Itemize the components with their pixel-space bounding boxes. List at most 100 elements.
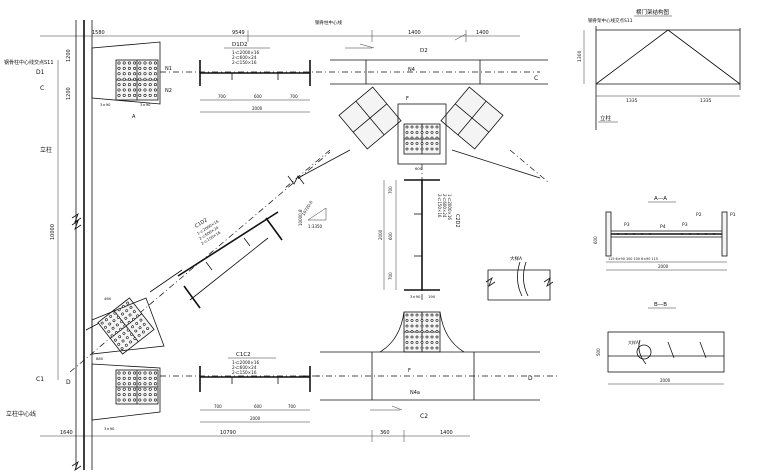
column-center-line-bottom: 立柱中心线 — [6, 410, 36, 418]
bolt — [153, 398, 157, 402]
c2d2-line-2: 2-⊏600×24 — [442, 194, 447, 218]
bolt — [143, 72, 147, 76]
bolt — [104, 325, 107, 329]
label-d2: D2 — [420, 48, 428, 54]
bolt — [420, 136, 424, 140]
bolt — [405, 313, 409, 317]
bolt — [120, 320, 123, 324]
bolt — [148, 93, 152, 97]
label-p1: P1 — [730, 212, 736, 218]
bolt — [122, 398, 126, 402]
bolt — [122, 61, 126, 65]
bolt — [109, 315, 113, 318]
bolt — [148, 398, 152, 402]
bolt — [133, 398, 137, 402]
bolt — [143, 77, 147, 81]
bolt — [138, 398, 142, 402]
bolt — [117, 376, 121, 380]
bolt — [430, 324, 434, 328]
bolt — [425, 125, 429, 129]
left-column: 10000 1200 1200 立柱 — [40, 20, 93, 472]
bolt — [138, 93, 142, 97]
bolt — [148, 382, 152, 386]
bolt — [420, 330, 424, 333]
bolt — [425, 319, 429, 322]
dim-bot-3: 360 — [380, 430, 390, 436]
bolt — [141, 330, 145, 334]
bolt — [122, 66, 126, 70]
dim-left-1: 10000 — [50, 224, 56, 240]
bolt — [118, 335, 122, 339]
bolt — [127, 382, 131, 386]
bolt — [127, 398, 131, 402]
beam-d1d2: D1D2 1-⊏2000×16 2-⊏600×24 2-⊏150×16 700 … — [160, 42, 540, 113]
portal-left-span: 1335 — [626, 98, 638, 104]
top-beam-right: D2 N4 C — [330, 33, 548, 85]
bolt — [136, 314, 140, 318]
bolt — [148, 66, 152, 70]
label-a: A — [132, 114, 136, 120]
bolt — [117, 83, 121, 87]
bolt — [435, 136, 439, 140]
label-p3: P3 — [624, 222, 630, 228]
section-aa-bolts — [617, 233, 715, 235]
label-d-left: D — [66, 379, 71, 386]
bolt — [148, 376, 152, 380]
label-n4a: N4a — [410, 390, 420, 396]
detail-a-in-bb: 大样A — [628, 339, 639, 345]
bolt — [127, 371, 131, 375]
bolt — [415, 324, 419, 328]
bolt — [122, 72, 126, 76]
bolt — [420, 324, 424, 328]
bolt — [713, 233, 715, 235]
section-bb-label: B—B — [654, 302, 667, 308]
bolt — [138, 61, 142, 65]
member-c1d2: C1D2 1-⊏2000×16 2-⊏600×24 2-⊏150×16 1000… — [69, 151, 331, 373]
connection-d2: F 600 — [284, 86, 549, 189]
bolt — [130, 332, 133, 336]
bolt — [117, 342, 121, 346]
bolt — [420, 341, 424, 344]
bolt — [125, 336, 129, 340]
bolt — [405, 319, 409, 322]
bolt — [127, 393, 131, 397]
label-p2: P2 — [696, 212, 702, 218]
connection-c1: 880 460 — [91, 296, 165, 361]
c1c2-dim-total: 2000 — [250, 416, 261, 421]
bolt — [148, 72, 152, 76]
bolt — [425, 341, 429, 344]
bolt — [148, 77, 152, 81]
bolt — [420, 131, 424, 134]
label-c2: C2 — [420, 413, 428, 420]
bolt — [127, 72, 131, 76]
bolt — [121, 312, 124, 316]
bolt — [127, 321, 131, 324]
d1d2-title: D1D2 — [232, 42, 247, 48]
bolt — [108, 322, 112, 326]
d1d2-dim-b: 600 — [254, 94, 262, 99]
bolt — [133, 376, 137, 380]
bolt — [425, 324, 429, 328]
label-n4: N4 — [408, 67, 415, 73]
bolt — [143, 83, 147, 87]
bolt — [153, 83, 157, 87]
c2d2-dim-b: 600 — [388, 232, 393, 240]
bolt — [425, 346, 429, 350]
bolt — [415, 136, 419, 140]
bolt — [146, 327, 150, 331]
bolt — [430, 136, 434, 140]
bolt — [430, 335, 434, 339]
bolt — [133, 61, 137, 65]
dim-top-4: 1400 — [476, 30, 489, 36]
section-bb-height: 500 — [596, 348, 601, 356]
label-p4: P4 — [660, 224, 666, 230]
bolt — [148, 393, 152, 397]
portal-title: 横门架结构图 — [636, 8, 670, 16]
bolt — [143, 376, 147, 380]
bolt — [405, 147, 409, 151]
plate-dim-1: 3×90 — [410, 294, 421, 299]
bolt — [415, 142, 419, 145]
bolt — [138, 376, 142, 380]
bolt — [138, 387, 142, 391]
bolt — [100, 321, 104, 325]
